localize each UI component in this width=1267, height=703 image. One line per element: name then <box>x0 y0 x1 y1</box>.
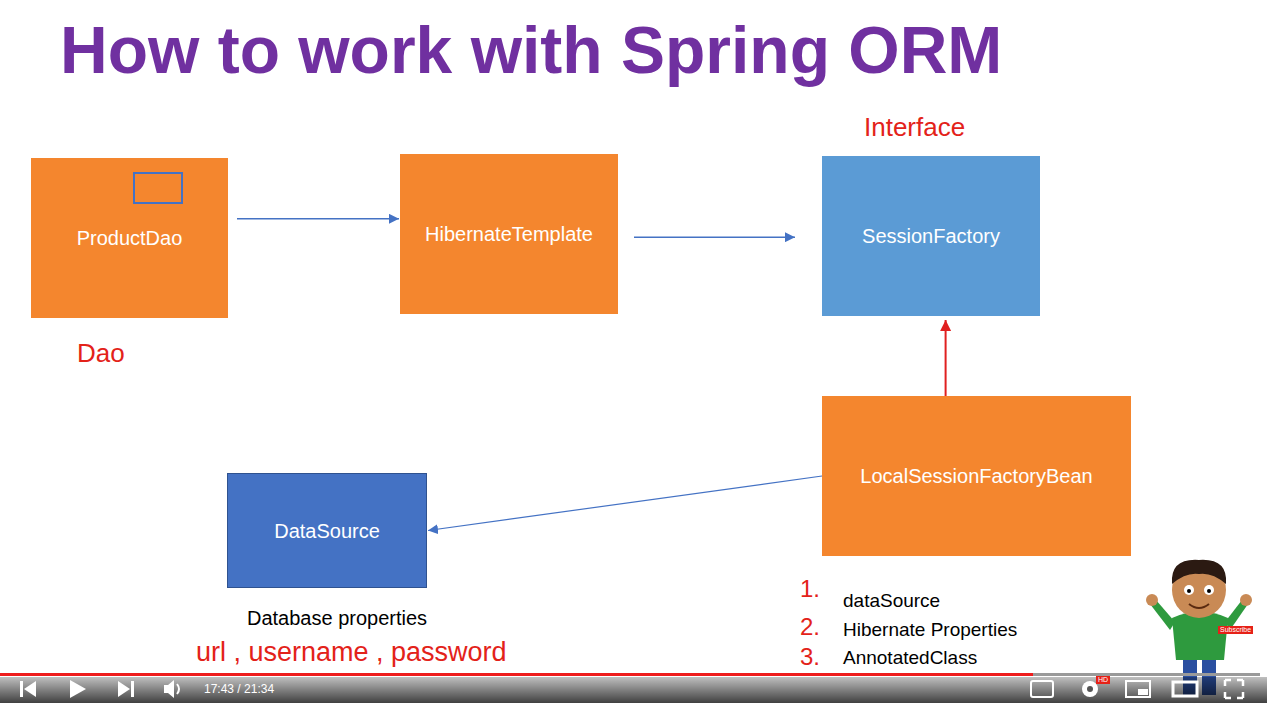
hd-badge: HD <box>1096 676 1110 684</box>
stereotype-label: Interface <box>862 112 967 142</box>
mascot-hand <box>1146 594 1158 606</box>
template-box: HibernateTemplate <box>400 154 618 314</box>
mascot-mouth <box>1189 604 1209 608</box>
player-controls <box>20 680 1243 698</box>
node-label: LocalSessionFactoryBean <box>860 464 1092 488</box>
list-item: Hibernate Properties <box>841 619 1019 641</box>
list-item: dataSource <box>841 590 942 612</box>
miniplayer-inner <box>1138 689 1148 695</box>
note-text: Database properties <box>245 607 429 630</box>
mascot-hand <box>1240 594 1252 606</box>
cc-icon <box>1031 681 1053 697</box>
progress-played <box>0 673 1033 676</box>
factory-bean-box: LocalSessionFactoryBean <box>822 396 1131 556</box>
mascot-eye <box>1184 585 1194 595</box>
subscribe-badge: Subscribe <box>1218 626 1253 634</box>
next-icon <box>118 681 134 697</box>
fullscreen-icon <box>1225 680 1243 698</box>
node-label: SessionFactory <box>862 224 1000 248</box>
list-item: AnnotatedClass <box>841 647 979 669</box>
dao-box: ProductDao <box>31 158 228 318</box>
callout-number: 2. <box>798 613 822 641</box>
callout-number: 3. <box>798 643 822 671</box>
time-display: 17:43 / 21:34 <box>202 682 276 696</box>
mascot-shirt <box>1172 612 1228 661</box>
property-list: url , username , password <box>194 637 509 668</box>
theater-icon <box>1173 682 1197 696</box>
arrow-connector <box>428 476 822 531</box>
interface-box: SessionFactory <box>822 156 1040 316</box>
progress-track <box>0 673 1260 676</box>
mascot-pupil <box>1207 589 1211 593</box>
settings-hole <box>1087 686 1093 692</box>
volume-wave <box>177 684 179 694</box>
datasource-box: DataSource <box>227 473 427 588</box>
control-strip <box>0 677 1267 703</box>
mascot-pupil <box>1187 589 1191 593</box>
node-label: HibernateTemplate <box>425 222 593 246</box>
volume-icon <box>164 680 174 698</box>
arrow-connector <box>945 320 947 396</box>
miniplayer-icon <box>1126 681 1150 697</box>
play-icon <box>70 680 86 698</box>
node-label: DataSource <box>274 519 380 543</box>
slide-title: How to work with Spring ORM <box>60 10 1002 90</box>
mascot-eye <box>1204 585 1214 595</box>
node-label: ProductDao <box>77 226 183 250</box>
mascot-hair <box>1172 560 1226 584</box>
layer-label: Dao <box>75 338 127 368</box>
arrow-connector <box>237 218 399 220</box>
previous-icon <box>20 681 36 697</box>
marker-rectangle <box>133 172 183 204</box>
callout-number: 1. <box>798 575 822 603</box>
arrow-connector <box>634 236 795 238</box>
